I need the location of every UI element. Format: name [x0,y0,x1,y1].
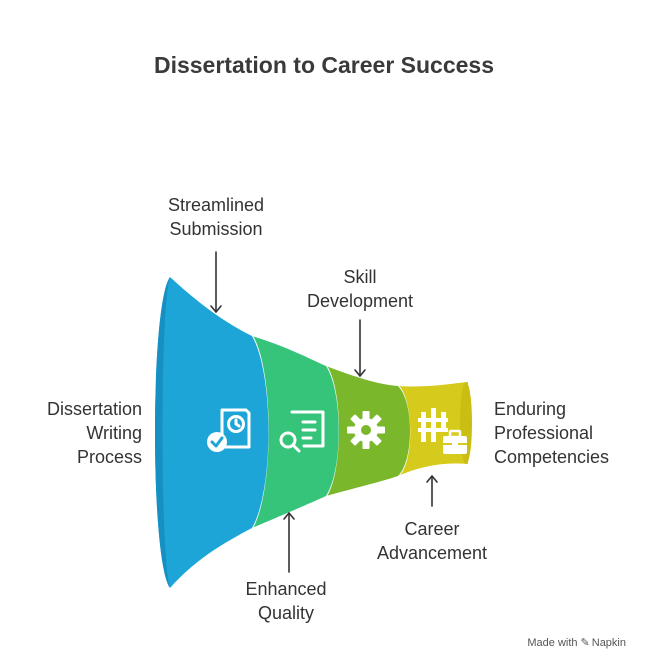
fence-briefcase-icon [418,408,467,454]
label-career-advancement: Career Advancement [376,519,488,563]
label-enduring-professional-competencies: Enduring Professional Competencies [494,399,610,467]
arrow-quality [283,512,295,573]
label-streamlined-submission: Streamlined Submission [167,195,265,239]
made-with-napkin-badge: Made with✎Napkin [527,636,626,649]
label-dissertation-writing-process: Dissertation Writing Process [46,399,142,467]
funnel-segment-quality [252,336,339,528]
arrow-skill [354,319,366,377]
label-enhanced-quality: Enhanced Quality [245,579,327,623]
document-search-icon [279,410,325,453]
napkin-brand-text: Napkin [591,637,626,649]
document-clock-check-icon [207,408,251,452]
made-with-text: Made with [527,637,578,649]
funnel-segment-dissertation [155,277,269,588]
label-skill-development: Skill Development [306,267,414,311]
arrow-career [426,475,438,507]
napkin-logo-icon: ✎ [580,637,590,649]
arrow-submission [210,251,222,313]
gear-icon [347,411,385,449]
diagram-title: Dissertation to Career Success [153,52,495,78]
